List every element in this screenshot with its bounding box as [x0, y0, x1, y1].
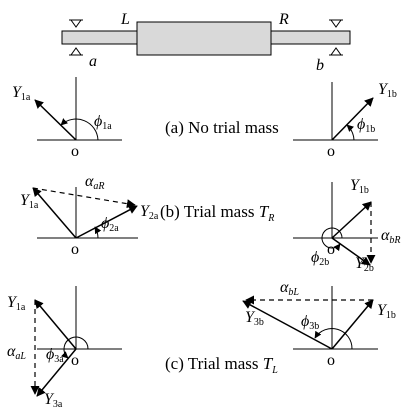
label-R: R [278, 11, 289, 28]
label-y2b: Y2b [355, 255, 374, 274]
origin-label: o [327, 352, 335, 369]
label-phi3b: ϕ3b [301, 313, 319, 332]
label-phi3a: ϕ3a [46, 346, 64, 365]
panel-b-right: o Y1b Y2b αbR ϕ2b [293, 177, 401, 274]
angle-arc-phi1a [60, 118, 99, 141]
label-alpha-aL: αaL [7, 343, 26, 362]
caption-a: (a) No trial mass [165, 118, 279, 137]
vector-y1a [34, 99, 77, 141]
label-b: b [316, 57, 324, 74]
label-phi2b: ϕ2b [311, 249, 329, 268]
label-alpha-aR: αaR [85, 173, 105, 192]
label-L: L [120, 11, 130, 28]
bearing-b [329, 19, 343, 56]
label-phi1b: ϕ1b [357, 116, 375, 135]
panel-c-right: o Y1b Y3b αbL ϕ3b [242, 279, 396, 369]
label-a: a [89, 53, 97, 70]
vector-y1a [32, 187, 77, 239]
label-phi2a: ϕ2a [101, 215, 119, 234]
vector-y3a [36, 348, 77, 397]
label-y1a: Y1a [12, 84, 31, 103]
angle-arc-phi2a [94, 226, 102, 239]
angle-arc-phi3a [60, 336, 89, 359]
caption-c: (c) Trial mass TL [165, 354, 278, 376]
panel-a-right: o Y1b ϕ1b [293, 81, 397, 160]
vector-y1b [331, 299, 374, 350]
panel-b-left: o Y1a Y2a αaR ϕ2a [20, 173, 159, 258]
vector-alpha-aR [32, 187, 136, 209]
label-y3b: Y3b [245, 309, 264, 328]
label-y2a: Y2a [140, 203, 159, 222]
origin-label: o [71, 241, 79, 258]
panel-a-left: o Y1a ϕ1a [12, 77, 122, 160]
label-y1b: Y1b [377, 302, 396, 321]
caption-b: (b) Trial mass TR [160, 202, 274, 224]
label-y3a: Y3a [44, 391, 63, 410]
angle-arc-phi2b [321, 227, 343, 252]
origin-label: o [327, 143, 335, 160]
label-alpha-bL: αbL [280, 279, 299, 298]
bearing-a [69, 19, 83, 56]
vector-y3b [242, 300, 333, 350]
label-y1a: Y1a [20, 192, 39, 211]
vector-y2a [75, 205, 138, 239]
rotor-disc [136, 21, 272, 56]
vector-y1a [34, 299, 77, 350]
angle-arc-phi3b [314, 328, 353, 350]
label-phi1a: ϕ1a [94, 113, 112, 132]
angle-arc-phi1b [346, 124, 355, 141]
label-alpha-bR: αbR [381, 227, 401, 246]
origin-label: o [327, 241, 335, 258]
label-y1b: Y1b [378, 81, 397, 100]
origin-label: o [71, 143, 79, 160]
vector-y1b [331, 97, 374, 141]
vector-y1b [331, 201, 372, 239]
rotor-drawing: L R a b [61, 11, 351, 74]
label-y1b: Y1b [350, 177, 369, 196]
panel-c-left: o Y1a Y3a αaL ϕ3a [7, 286, 122, 410]
origin-label: o [71, 352, 79, 369]
label-y1a: Y1a [7, 294, 26, 313]
vector-y2b [331, 237, 371, 266]
